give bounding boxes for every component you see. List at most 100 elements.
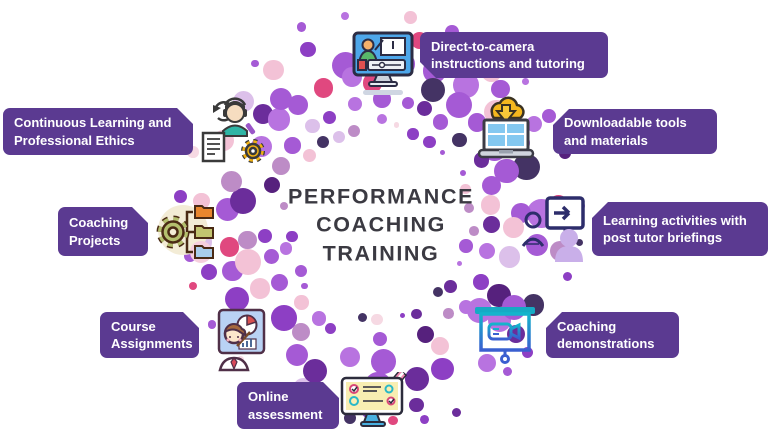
- decorative-dot: [468, 225, 479, 236]
- label-course-assignments: Course Assignments: [100, 312, 199, 358]
- decorative-dot: [285, 343, 309, 367]
- decorative-dot: [443, 308, 454, 319]
- decorative-dot: [258, 229, 272, 243]
- decorative-dot: [420, 415, 430, 424]
- decorative-dot: [446, 92, 473, 119]
- decorative-dot: [284, 137, 301, 154]
- decorative-dot: [302, 358, 328, 384]
- checklist-monitor-icon: [339, 368, 408, 430]
- decorative-dot: [376, 113, 387, 124]
- label-continuous-learning: Continuous Learning and Professional Eth…: [3, 108, 193, 155]
- decorative-dot: [562, 271, 572, 281]
- decorative-dot: [416, 326, 434, 344]
- video-demo-screen-icon: [474, 306, 536, 369]
- decorative-dot: [207, 320, 217, 329]
- decorative-dot: [498, 246, 521, 268]
- decorative-dot: [263, 248, 279, 265]
- decorative-dot: [502, 367, 513, 377]
- label-coaching-demonstrations: Coaching demonstrations: [546, 312, 679, 358]
- decorative-dot: [173, 189, 187, 203]
- decorative-dot: [332, 131, 345, 144]
- decorative-dot: [267, 108, 290, 131]
- decorative-dot: [420, 77, 446, 102]
- decorative-dot: [416, 101, 432, 117]
- decorative-dot: [230, 188, 257, 215]
- decorative-dot: [460, 183, 471, 195]
- decorative-dot: [341, 11, 350, 20]
- decorative-dot: [422, 135, 436, 149]
- decorative-dot: [271, 274, 289, 291]
- decorative-dot: [409, 397, 424, 413]
- decorative-dot: [313, 78, 334, 99]
- decorative-dot: [347, 124, 361, 138]
- decorative-dot: [431, 357, 454, 380]
- decorative-dot: [521, 347, 533, 359]
- decorative-dot: [371, 348, 397, 374]
- cloud-download-laptop-icon: [474, 96, 538, 169]
- decorative-dot: [311, 311, 327, 326]
- decorative-dot: [272, 157, 291, 176]
- decorative-dot: [238, 230, 257, 250]
- label-online-assessment: Online assessment: [237, 382, 339, 429]
- decorative-dot: [393, 121, 400, 128]
- label-downloadable-tools: Downloadable tools and materials: [553, 109, 717, 154]
- decorative-dot: [262, 59, 284, 81]
- decorative-dot: [522, 78, 529, 85]
- decorative-dot: [526, 115, 543, 132]
- label-direct-to-camera: Direct-to-camera instructions and tutori…: [420, 32, 608, 78]
- decorative-dot: [288, 95, 308, 115]
- decorative-dot: [459, 239, 473, 253]
- decorative-dot: [305, 118, 320, 134]
- decorative-dot: [404, 11, 417, 24]
- decorative-dot: [280, 201, 289, 210]
- center-title: PERFORMANCE COACHING TRAINING: [287, 184, 475, 266]
- decorative-dot: [296, 22, 307, 32]
- decorative-dot: [444, 280, 458, 293]
- decorative-dot: [249, 278, 271, 300]
- decorative-dot: [400, 312, 406, 318]
- gear-folders-icon: [155, 200, 223, 269]
- decorative-dot: [316, 135, 330, 149]
- decorative-dot: [325, 322, 337, 334]
- decorative-dot: [219, 237, 240, 257]
- decorative-dot: [286, 230, 299, 243]
- decorative-dot: [193, 192, 210, 210]
- decorative-dot: [439, 149, 446, 156]
- decorative-dot: [279, 242, 293, 255]
- screen-tutor-icon: [349, 30, 417, 103]
- decorative-dot: [575, 238, 583, 246]
- label-learning-activities: Learning activities with post tutor brie…: [592, 202, 768, 256]
- decorative-dot: [201, 264, 218, 281]
- decorative-dot: [302, 149, 316, 163]
- teacher-chart-board-icon: [206, 308, 266, 377]
- decorative-dot: [322, 110, 336, 124]
- decorative-dot: [482, 175, 502, 195]
- decorative-dot: [460, 170, 467, 177]
- decorative-dot: [263, 177, 281, 194]
- decorative-dot: [300, 41, 316, 58]
- decorative-dot: [234, 249, 261, 276]
- decorative-dot: [430, 336, 449, 356]
- decorative-dot: [388, 415, 399, 426]
- decorative-dot: [371, 313, 383, 325]
- label-coaching-projects: Coaching Projects: [58, 207, 148, 256]
- decorative-dot: [188, 281, 198, 291]
- decorative-dot: [357, 312, 368, 323]
- decorative-dot: [458, 299, 474, 315]
- decorative-dot: [339, 346, 360, 367]
- decorative-dot: [347, 97, 362, 112]
- decorative-dot: [294, 295, 309, 310]
- decorative-dot: [503, 217, 524, 238]
- decorative-dot: [251, 59, 260, 68]
- decorative-dot: [480, 195, 501, 215]
- decorative-dot: [291, 322, 311, 342]
- decorative-dot: [407, 128, 419, 140]
- decorative-dot: [451, 407, 461, 417]
- decorative-dot: [541, 109, 556, 124]
- decorative-dot: [270, 87, 292, 110]
- briefing-presentation-icon: [521, 196, 587, 269]
- decorative-dot: [220, 170, 243, 193]
- decorative-dot: [271, 305, 297, 331]
- decorative-dot: [372, 331, 387, 346]
